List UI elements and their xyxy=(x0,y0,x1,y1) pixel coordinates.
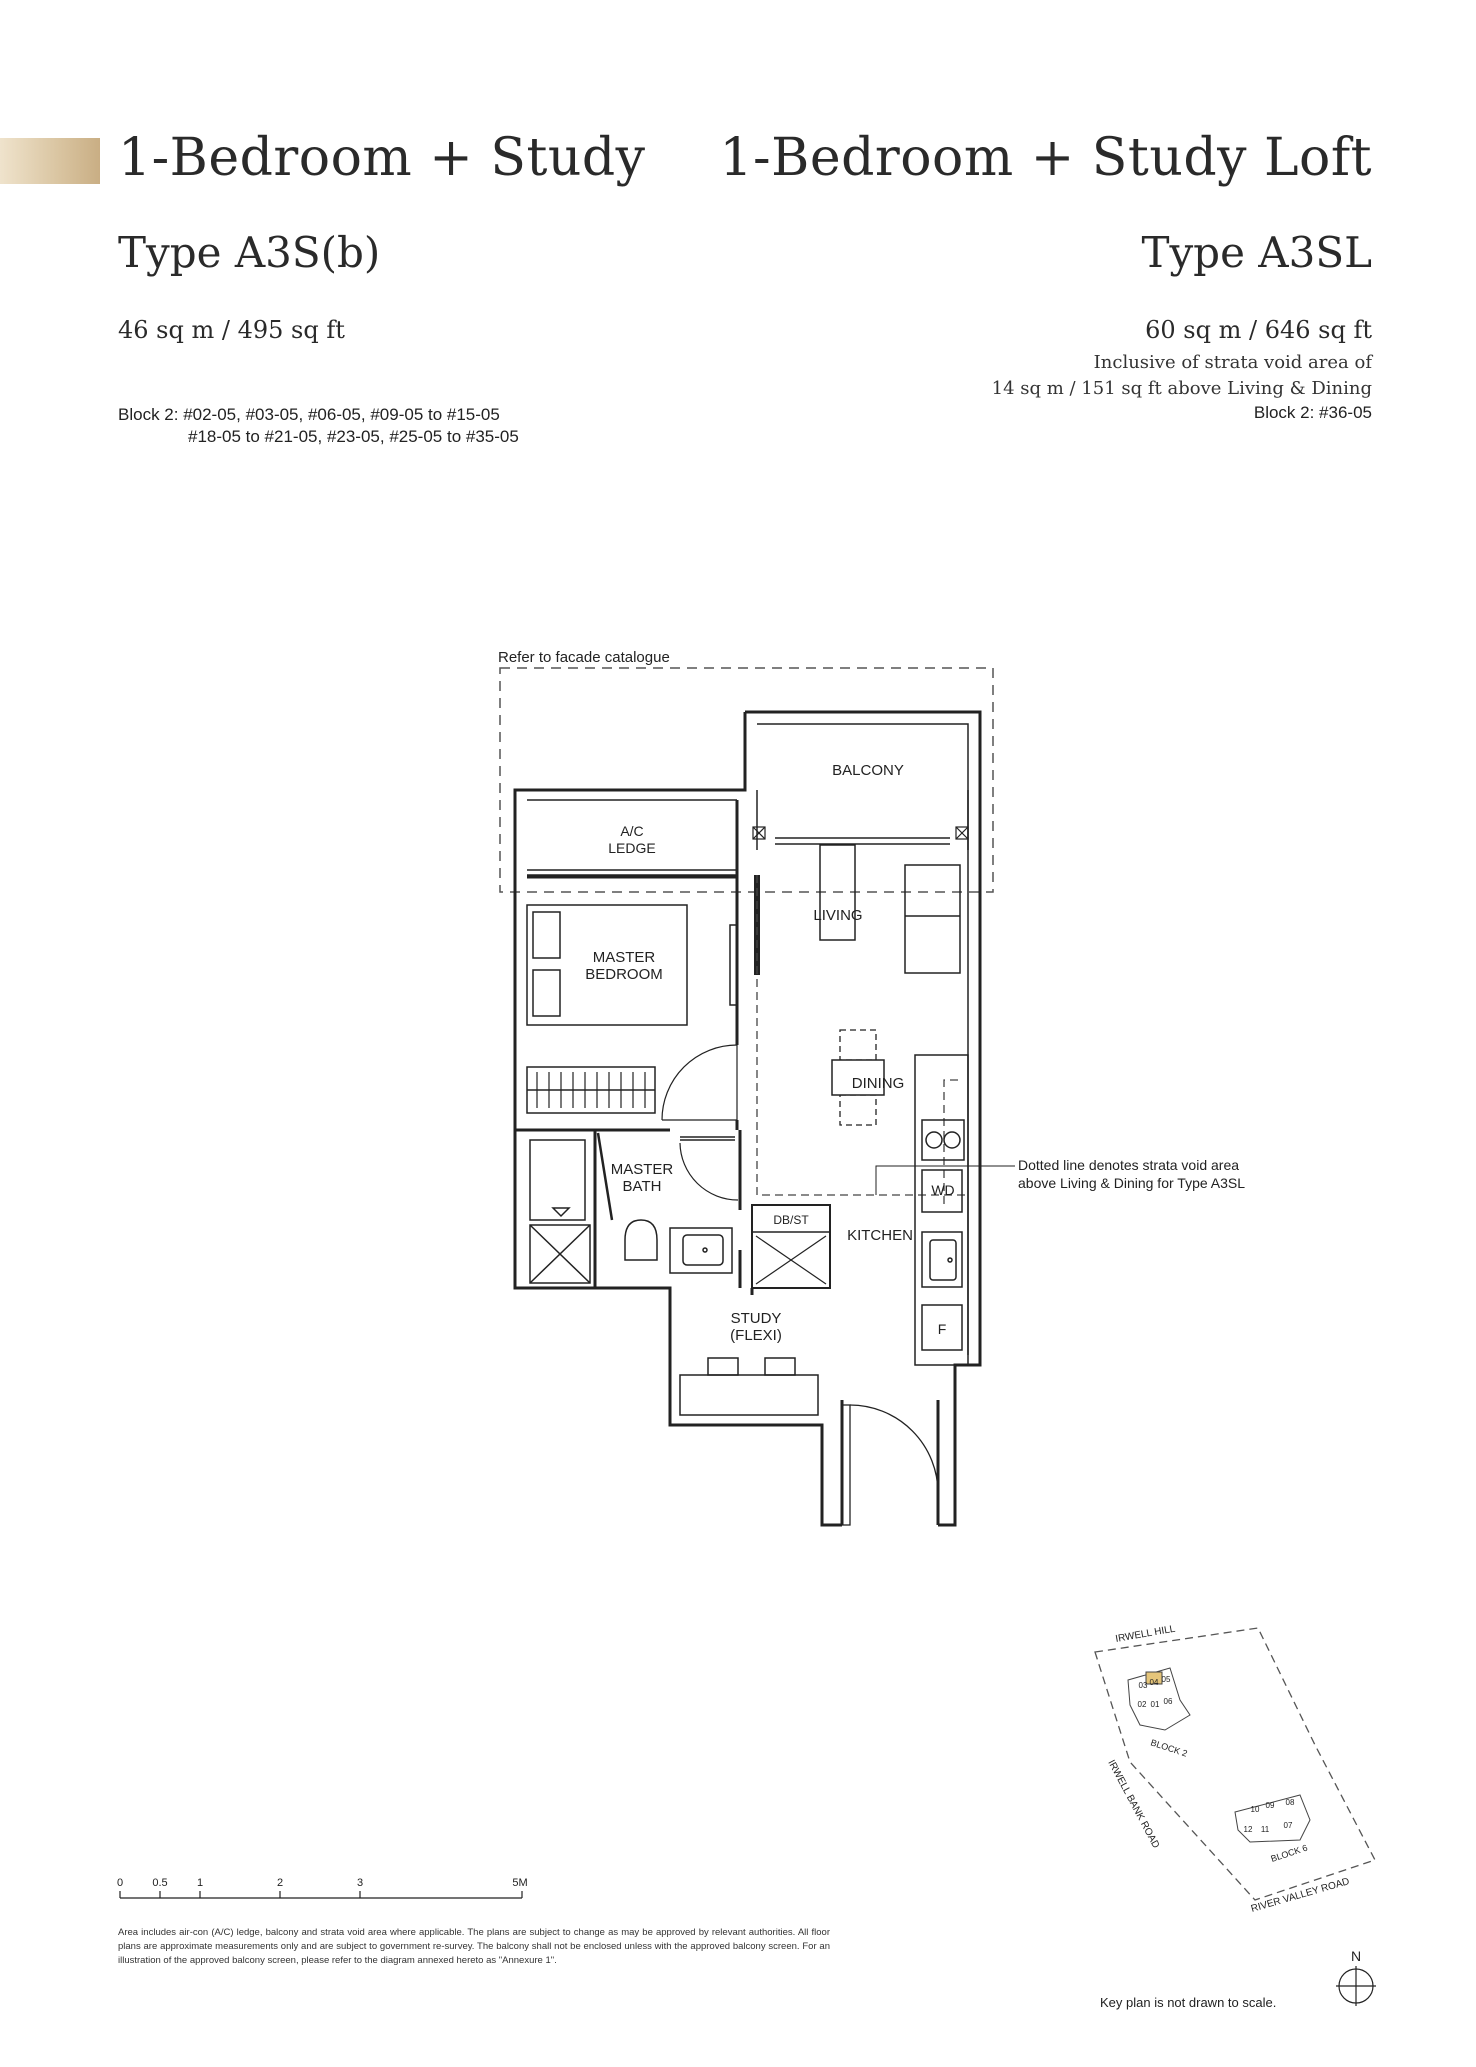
dining-label: DINING xyxy=(852,1075,905,1092)
fridge-label: F xyxy=(938,1321,947,1337)
left-unit-type: Type A3S(b) xyxy=(118,228,381,277)
gold-accent-tab xyxy=(0,138,100,184)
key-plan: 03 04 05 02 01 06 10 09 08 12 11 07 IRWE… xyxy=(1094,1624,1376,1915)
key-plan-unit-numbers: 03 04 05 02 01 06 10 09 08 12 11 07 xyxy=(1138,1675,1295,1834)
key-plan-caption: Key plan is not drawn to scale. xyxy=(1100,1995,1277,2010)
study-desk xyxy=(679,1357,819,1416)
master-bath-label-2: BATH xyxy=(623,1178,662,1195)
ac-ledge-label-1: A/C xyxy=(620,823,643,839)
dbst-label: DB/ST xyxy=(773,1213,809,1227)
b6-unit-08: 08 xyxy=(1286,1798,1295,1807)
left-unit-area: 46 sq m / 495 sq ft xyxy=(118,316,345,344)
right-unit-type: Type A3SL xyxy=(1141,228,1372,277)
kitchen-label: KITCHEN xyxy=(847,1227,913,1244)
right-note-line-1: Inclusive of strata void area of xyxy=(1093,352,1372,373)
b2-unit-05: 05 xyxy=(1162,1675,1171,1684)
scale-tick-1: 1 xyxy=(197,1877,203,1889)
b6-unit-10: 10 xyxy=(1251,1805,1260,1814)
disclaimer-text: Area includes air-con (A/C) ledge, balco… xyxy=(118,1927,830,1966)
north-arrow-icon xyxy=(1336,1966,1376,2006)
b2-unit-06: 06 xyxy=(1164,1697,1173,1706)
living-label: LIVING xyxy=(813,907,862,924)
north-label: N xyxy=(1351,1948,1361,1964)
scale-tick-0: 0 xyxy=(117,1877,123,1889)
plan-walls xyxy=(513,710,982,1527)
b6-unit-12: 12 xyxy=(1244,1825,1253,1834)
scale-tick-5m: 5M xyxy=(512,1877,527,1889)
left-blocks-line-1: Block 2: #02-05, #03-05, #06-05, #09-05 … xyxy=(118,405,500,424)
scale-bar-labels: 0 0.5 1 2 3 5M xyxy=(117,1877,528,1889)
wardrobe xyxy=(526,1066,656,1114)
scale-tick-0.5: 0.5 xyxy=(152,1877,167,1889)
b2-unit-01: 01 xyxy=(1151,1700,1160,1709)
b6-unit-11: 11 xyxy=(1261,1825,1270,1834)
master-bedroom-label-2: BEDROOM xyxy=(585,966,663,983)
ac-ledge-window xyxy=(527,869,737,876)
balcony-sliding-door xyxy=(756,790,969,850)
strata-void-dashed-line-2 xyxy=(943,1079,958,1205)
master-bath-label-1: MASTER xyxy=(611,1161,674,1178)
scale-bar xyxy=(119,1891,523,1899)
master-bed xyxy=(526,904,688,1026)
wardrobe-hangers xyxy=(536,1072,646,1108)
wd-label: WD xyxy=(931,1182,954,1198)
key-plan-block2: BLOCK 2 xyxy=(1149,1737,1188,1758)
b2-unit-03: 03 xyxy=(1139,1681,1148,1690)
void-note-leader xyxy=(875,1165,1015,1195)
bath-door xyxy=(679,1142,739,1201)
key-plan-site-boundary xyxy=(1094,1627,1376,1901)
key-plan-block6: BLOCK 6 xyxy=(1270,1843,1309,1864)
balcony-drain-icons xyxy=(752,826,969,840)
key-plan-irwell-hill: IRWELL HILL xyxy=(1115,1624,1177,1645)
left-unit-blocks: Block 2: #02-05, #03-05, #06-05, #09-05 … xyxy=(118,404,519,448)
master-bedroom-label-1: MASTER xyxy=(593,949,656,966)
right-unit-title: 1-Bedroom + Study Loft xyxy=(719,128,1372,188)
facade-dashed-outline xyxy=(499,667,994,893)
scale-tick-3: 3 xyxy=(357,1877,363,1889)
study-label-2: (FLEXI) xyxy=(730,1327,782,1344)
bedroom-window xyxy=(729,924,738,1006)
balcony-label: BALCONY xyxy=(832,762,904,779)
b6-unit-07: 07 xyxy=(1284,1821,1293,1830)
void-note-line-2: above Living & Dining for Type A3SL xyxy=(1018,1175,1245,1191)
b2-unit-04: 04 xyxy=(1150,1678,1159,1687)
bath-fixtures xyxy=(529,1132,735,1284)
left-unit-title: 1-Bedroom + Study xyxy=(118,128,646,188)
key-plan-river-valley-road: RIVER VALLEY ROAD xyxy=(1250,1876,1351,1915)
right-unit-notes: Inclusive of strata void area of 14 sq m… xyxy=(992,350,1372,424)
block-2-outline xyxy=(1127,1667,1191,1731)
dining-table xyxy=(831,1059,885,1096)
scale-tick-2: 2 xyxy=(277,1877,283,1889)
facade-note: Refer to facade catalogue xyxy=(498,649,670,666)
entrance-door xyxy=(841,1404,939,1526)
strata-void-dashed-line xyxy=(756,875,968,1196)
dbst-shaft-icon xyxy=(755,1235,827,1285)
right-unit-blocks: Block 2: #36-05 xyxy=(1253,403,1372,422)
void-note-line-1: Dotted line denotes strata void area xyxy=(1018,1157,1239,1173)
right-note-line-2: 14 sq m / 151 sq ft above Living & Dinin… xyxy=(991,378,1372,399)
block-6-outline xyxy=(1234,1794,1311,1843)
study-label-1: STUDY xyxy=(731,1310,782,1327)
key-plan-irwell-bank-road: IRWELL BANK ROAD xyxy=(1105,1758,1161,1850)
right-unit-area: 60 sq m / 646 sq ft xyxy=(1145,316,1372,344)
b6-unit-09: 09 xyxy=(1266,1801,1275,1810)
kitchen-fixtures xyxy=(921,1119,965,1351)
ac-ledge-label-2: LEDGE xyxy=(608,840,655,856)
b2-unit-02: 02 xyxy=(1138,1700,1147,1709)
bedroom-door xyxy=(661,1044,738,1121)
left-blocks-line-2: #18-05 to #21-05, #23-05, #25-05 to #35-… xyxy=(188,427,519,446)
